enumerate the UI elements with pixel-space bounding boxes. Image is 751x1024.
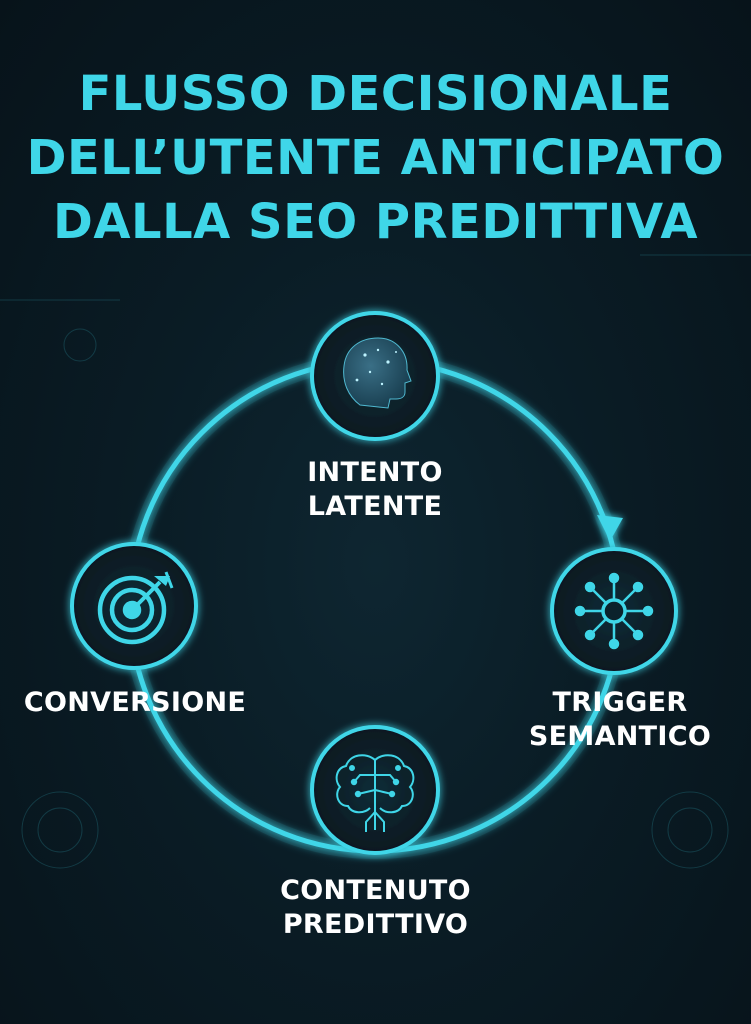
label-conversione-line-1: CONVERSIONE [23, 687, 247, 718]
page-title: FLUSSO DECISIONALE DELL’UTENTE ANTICIPAT… [0, 62, 751, 254]
node-intento [310, 311, 440, 441]
node-contenuto [310, 725, 440, 855]
head-profile-icon [343, 337, 412, 409]
label-trigger-semantico: TRIGGER SEMANTICO [520, 686, 720, 754]
title-line-1: FLUSSO DECISIONALE [78, 66, 673, 122]
label-intento-line-1: INTENTO [307, 457, 443, 488]
label-trigger-line-1: TRIGGER [552, 687, 688, 718]
background-decoration [0, 254, 751, 869]
label-contenuto-line-1: CONTENUTO [280, 875, 471, 906]
title-line-3: DALLA SEO PREDITTIVA [52, 194, 698, 250]
flow-arrow-icon [597, 515, 623, 541]
label-contenuto-line-2: PREDITTIVO [282, 909, 469, 940]
node-trigger [550, 547, 678, 675]
label-contenuto-predittivo: CONTENUTO PREDITTIVO [263, 874, 488, 942]
network-icon [574, 572, 654, 650]
title-line-2: DELL’UTENTE ANTICIPATO [26, 130, 725, 186]
brain-icon [335, 754, 415, 832]
label-trigger-line-2: SEMANTICO [528, 721, 712, 752]
label-intento-latente: INTENTO LATENTE [275, 456, 475, 524]
label-conversione: CONVERSIONE [20, 686, 250, 720]
label-intento-line-2: LATENTE [307, 491, 443, 522]
target-icon [97, 571, 174, 645]
node-conversione [70, 542, 198, 670]
